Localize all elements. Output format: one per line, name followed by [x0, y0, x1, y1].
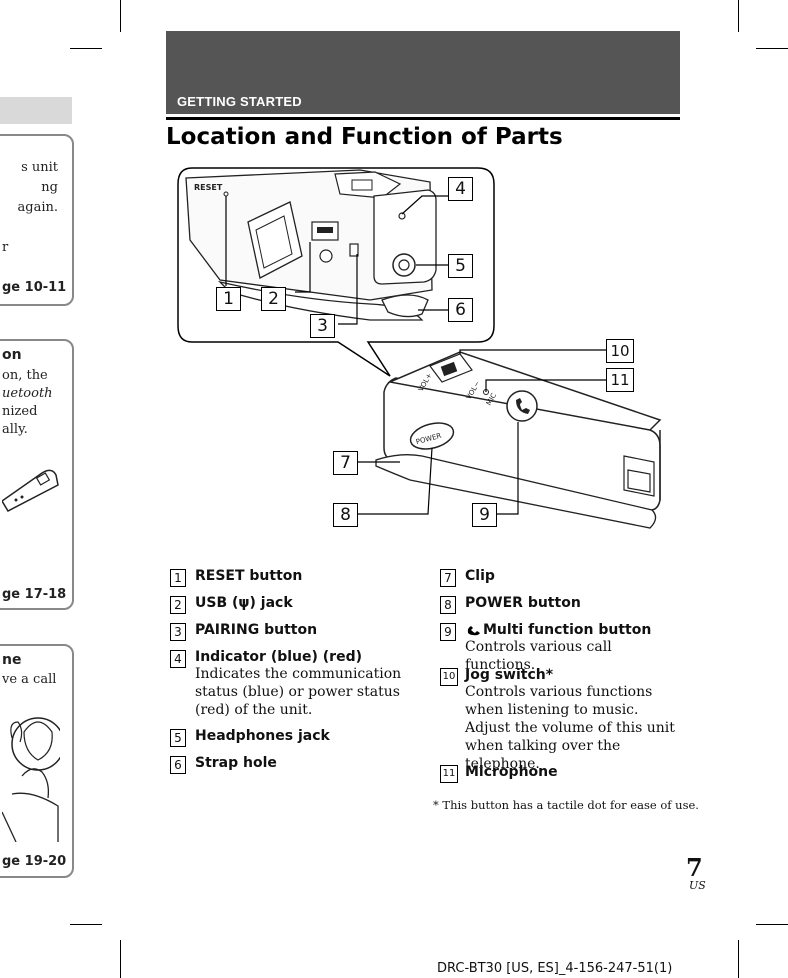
callout-2: 2: [261, 287, 286, 311]
side-text: nized: [2, 404, 38, 419]
part-number: 6: [170, 756, 186, 774]
side-page-ref: ge 19-20: [2, 854, 67, 869]
part-label: Indicator (blue) (red): [195, 649, 363, 665]
leader-lines: [225, 195, 448, 325]
page-region: US: [689, 879, 706, 892]
part-number: 2: [170, 596, 186, 614]
device-sketch-icon: [2, 469, 59, 512]
part-item: 9 Multi function button Controls various…: [440, 622, 680, 674]
indicator-icon: [398, 212, 406, 220]
page-number: 7: [686, 853, 703, 882]
header-divider: [166, 117, 680, 120]
part-item: 6 Strap hole: [170, 755, 420, 774]
part-item: 8 POWER button: [440, 595, 680, 614]
phone-button-icon: [506, 390, 538, 422]
callout-5: 5: [448, 254, 473, 278]
part-item: 11 Microphone: [440, 764, 680, 783]
crop-mark: [120, 940, 121, 978]
crop-mark: [756, 48, 788, 49]
page-title: Location and Function of Parts: [166, 124, 563, 150]
side-tab-header: [0, 97, 72, 124]
part-label: RESET button: [195, 568, 303, 584]
part-item: 5 Headphones jack: [170, 728, 420, 747]
part-number: 9: [440, 623, 456, 641]
side-text: ng again.: [17, 180, 59, 215]
device-diagram: RESET POWER VOL+ VOL− MIC: [177, 167, 662, 529]
part-label: Multi function button: [483, 622, 652, 638]
part-item: 4 Indicator (blue) (red) Indicates the c…: [170, 649, 422, 719]
callout-3: 3: [310, 314, 335, 338]
part-item: 1 RESET button: [170, 568, 420, 587]
part-label: POWER button: [465, 595, 581, 611]
device-closeup: RESET: [185, 169, 437, 321]
callout-4: 4: [448, 177, 473, 201]
side-text: ve a call: [2, 672, 57, 687]
section-label: GETTING STARTED: [177, 94, 302, 109]
callout-1: 1: [216, 287, 241, 311]
part-label: Clip: [465, 568, 495, 584]
callout-8: 8: [333, 503, 358, 527]
leader-lines: [356, 349, 606, 515]
side-text: r: [2, 240, 9, 255]
side-tab-3: ne ve a call ge 19-20: [0, 644, 74, 878]
phone-icon: [467, 626, 480, 636]
part-item: 7 Clip: [440, 568, 680, 587]
part-number: 7: [440, 569, 456, 587]
callout-6: 6: [448, 298, 473, 322]
part-number: 3: [170, 623, 186, 641]
part-label: USB (ψ) jack: [195, 595, 293, 611]
part-item: 3 PAIRING button: [170, 622, 420, 641]
part-label: Headphones jack: [195, 728, 330, 744]
crop-mark: [70, 924, 102, 925]
part-number: 11: [440, 765, 458, 783]
crop-mark: [738, 0, 739, 32]
part-number: 1: [170, 569, 186, 587]
side-text: on, the: [2, 368, 48, 383]
side-text: ally.: [2, 422, 28, 437]
callout-7: 7: [333, 451, 358, 475]
section-header: [166, 31, 680, 114]
part-number: 8: [440, 596, 456, 614]
side-heading: on: [2, 347, 22, 363]
reset-label: RESET: [194, 183, 223, 192]
side-tab-2: on on, the uetooth nized ally. ge 17-18: [0, 339, 74, 610]
callout-11: 11: [606, 368, 634, 392]
headphone-jack-icon: [392, 253, 416, 277]
side-page-ref: ge 10-11: [2, 280, 67, 295]
device-main: POWER VOL+ VOL− MIC: [375, 351, 662, 529]
side-heading: ne: [2, 652, 22, 668]
part-number: 10: [440, 668, 458, 686]
crop-mark: [120, 0, 121, 32]
part-description: Controls various call functions.: [465, 639, 612, 673]
part-description: Indicates the communication status (blue…: [195, 666, 402, 718]
part-label: Microphone: [465, 764, 558, 780]
part-description: Controls various functions when listenin…: [465, 684, 675, 772]
side-text: s unit: [21, 160, 58, 175]
crop-mark: [738, 940, 739, 978]
footnote: * This button has a tactile dot for ease…: [433, 798, 699, 812]
callout-9: 9: [472, 503, 497, 527]
part-number: 5: [170, 729, 186, 747]
part-item: 10 Jog switch* Controls various function…: [440, 667, 680, 773]
side-page-ref: ge 17-18: [2, 587, 67, 602]
callout-10: 10: [606, 339, 634, 363]
side-tab-1: s unit ng again. r ge 10-11: [0, 134, 74, 306]
part-label: Strap hole: [195, 755, 277, 771]
part-number: 4: [170, 650, 186, 668]
person-on-phone-icon: [2, 717, 60, 842]
document-id: DRC-BT30 [US, ES]_4-156-247-51(1): [437, 961, 673, 976]
part-label: PAIRING button: [195, 622, 318, 638]
part-label: Jog switch*: [465, 667, 554, 683]
crop-mark: [70, 48, 102, 49]
side-text: uetooth: [2, 386, 53, 401]
crop-mark: [756, 924, 788, 925]
part-item: 2 USB (ψ) jack: [170, 595, 420, 614]
